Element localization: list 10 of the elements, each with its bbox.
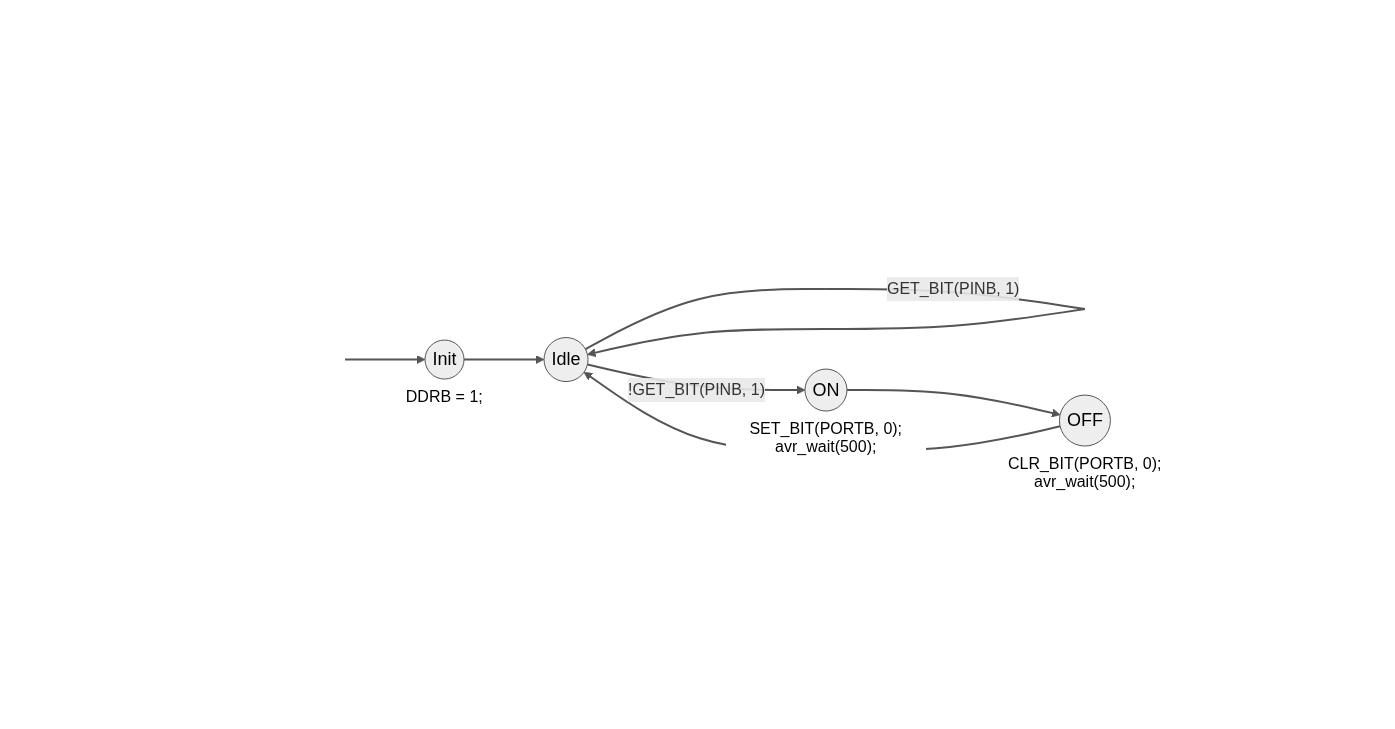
arrow <box>462 355 545 365</box>
node-circle: Init <box>424 340 465 380</box>
node-circle: Idle <box>543 337 589 383</box>
state-action-text: SET_BIT(PORTB, 0); avr_wait(500); <box>725 419 926 456</box>
edge-label: GET_BIT(PINB, 1) <box>886 280 1020 298</box>
node-circle: ON <box>804 369 848 412</box>
node-circle: OFF <box>1058 395 1111 447</box>
arrow <box>343 355 426 365</box>
arrow <box>845 389 1061 418</box>
edge-label: !GET_BIT(PINB, 1) <box>627 381 765 399</box>
